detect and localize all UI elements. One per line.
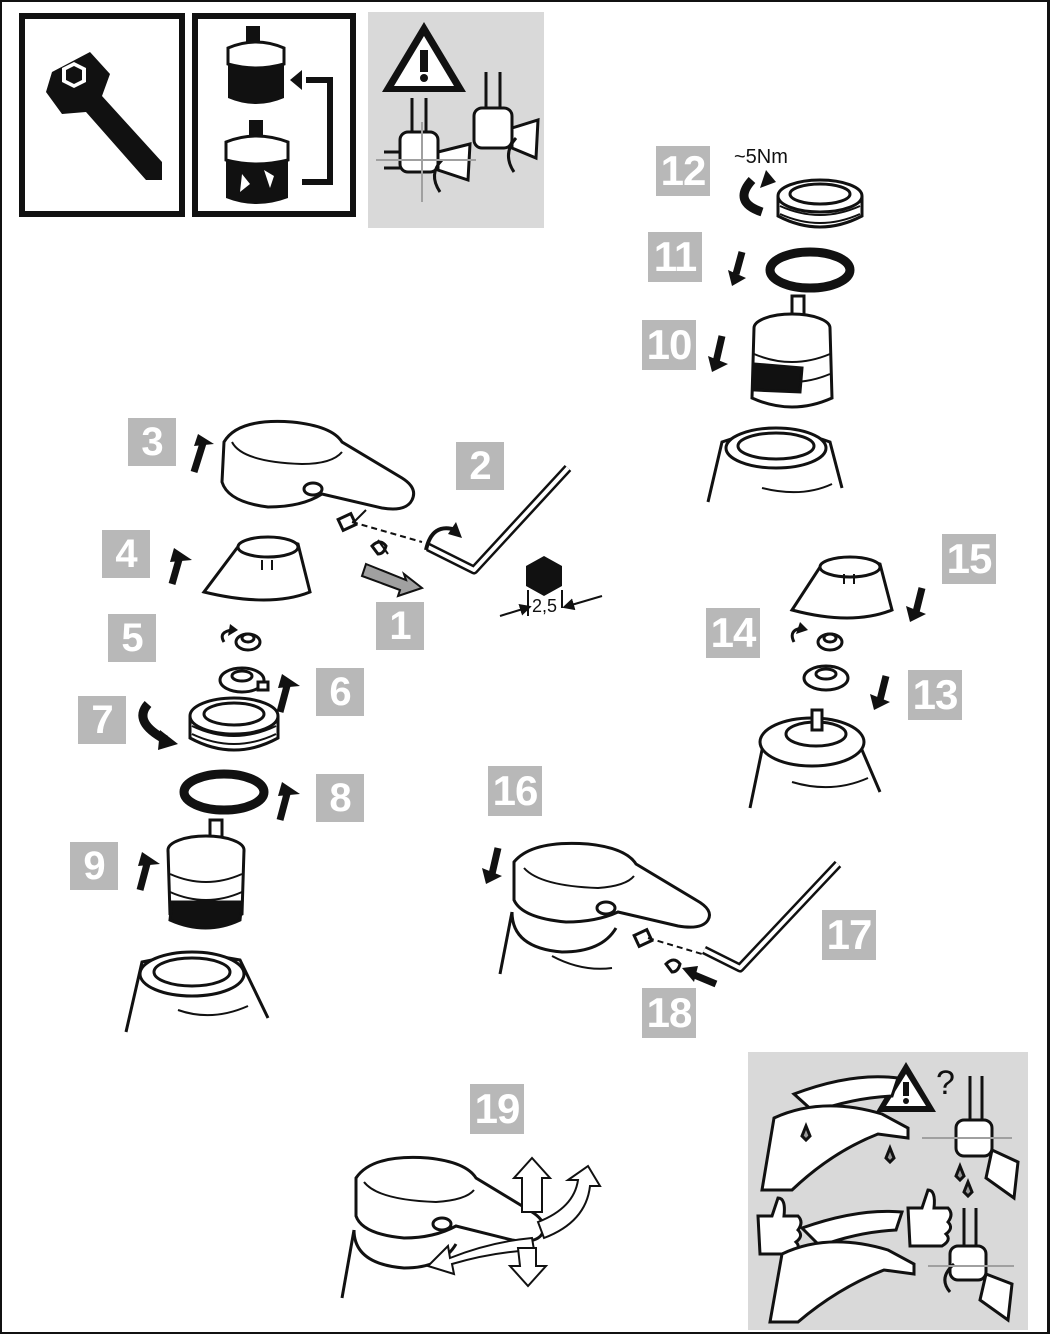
step-number-9: 9 <box>70 842 118 890</box>
shutoff-warning-panel <box>368 12 544 228</box>
faucet-body-left <box>126 952 268 1032</box>
step-number-15: 15 <box>942 534 996 584</box>
up-arrow-step4 <box>170 548 192 584</box>
rotate-arrow-step7 <box>143 704 178 750</box>
step-number-6: 6 <box>316 668 364 716</box>
o-ring-right <box>770 252 850 288</box>
down-arrow-step16 <box>482 848 502 884</box>
step-number-17: 17 <box>822 910 876 960</box>
step-number-19: 19 <box>470 1084 524 1134</box>
step-number-7: 7 <box>78 696 126 744</box>
step-number-3: 3 <box>128 418 176 466</box>
faucet-with-cartridge-right <box>750 710 880 808</box>
rotate-arrow-step12 <box>744 170 776 212</box>
leak-check-panel <box>748 1052 1028 1330</box>
step-number-2: 2 <box>456 442 504 490</box>
step-number-12: 12 <box>656 146 710 196</box>
threaded-ring <box>190 698 278 750</box>
small-nut-right <box>792 622 842 650</box>
down-arrow-step10 <box>708 336 728 372</box>
step-number-8: 8 <box>316 774 364 822</box>
pull-arrow-step1 <box>362 564 422 596</box>
step-number-10: 10 <box>642 320 696 370</box>
down-arrow-step15 <box>906 588 926 622</box>
small-nut <box>222 624 260 650</box>
down-arrow-step11 <box>728 252 746 286</box>
threaded-ring-right <box>778 180 862 227</box>
o-ring <box>184 774 264 810</box>
torque-label: ~5Nm <box>734 146 788 169</box>
step-number-4: 4 <box>102 530 150 578</box>
step-number-11: 11 <box>648 232 702 282</box>
stop-ring <box>220 668 268 692</box>
question-mark: ? <box>936 1064 955 1103</box>
cover-cap <box>204 537 310 600</box>
step-number-5: 5 <box>108 614 156 662</box>
cartridge-left <box>168 820 244 928</box>
push-arrow-step18 <box>682 966 716 984</box>
down-arrow-step13 <box>870 676 890 710</box>
wrench-icon <box>22 16 182 214</box>
lever-handle-installed <box>500 843 710 974</box>
step-number-16: 16 <box>488 766 542 816</box>
cover-cap-right <box>792 557 892 618</box>
up-arrow-step9 <box>138 852 160 890</box>
cartridge-right <box>752 296 832 407</box>
lever-handle-removal <box>222 421 422 554</box>
up-arrow-step3 <box>194 434 214 472</box>
stop-ring-right <box>804 666 848 690</box>
up-arrow-step8 <box>278 782 300 820</box>
step-number-1: 1 <box>376 602 424 650</box>
step-number-14: 14 <box>706 608 760 658</box>
faucet-body-top-right <box>708 428 842 502</box>
cartridge-replace-icon <box>195 16 353 214</box>
allen-key-bottom <box>704 864 838 968</box>
step-number-13: 13 <box>908 670 962 720</box>
up-arrow-step6 <box>278 674 300 712</box>
hex-size-label: 2,5 <box>532 596 557 617</box>
step-number-18: 18 <box>642 988 696 1038</box>
